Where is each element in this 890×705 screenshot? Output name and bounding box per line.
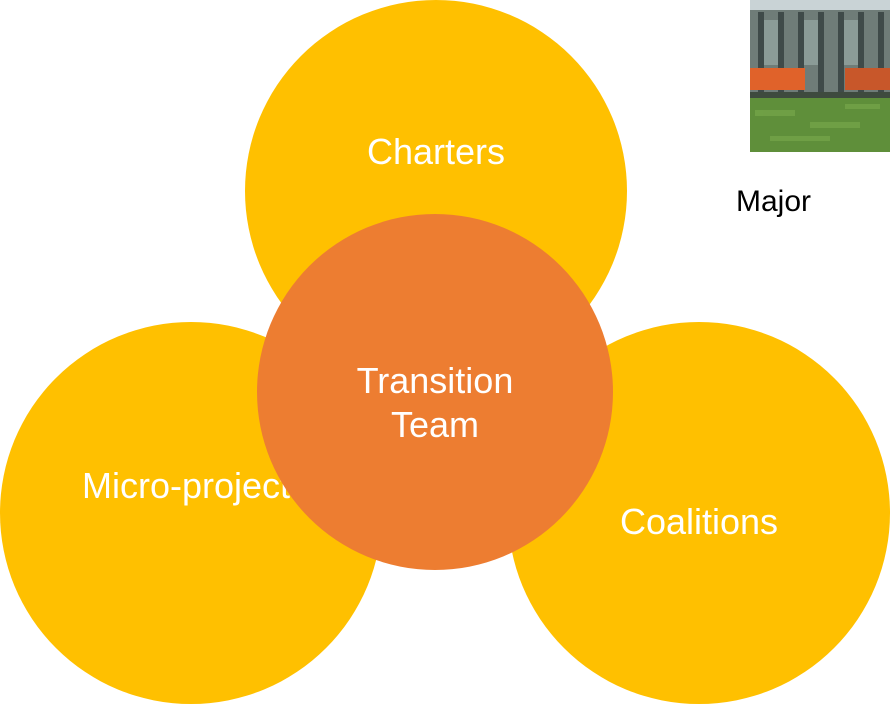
building-photo-image: [750, 0, 890, 152]
transition-team-label: Transition Team: [257, 359, 613, 447]
transition-team-label-line2: Team: [390, 404, 480, 445]
micro-projects-label: Micro-projects: [81, 465, 309, 506]
photo-caption: Major: [736, 185, 812, 218]
building-photo: [750, 0, 890, 152]
charters-label: Charters: [366, 131, 506, 172]
coalitions-label: Coalitions: [619, 501, 779, 542]
transition-team-label-line1: Transition: [356, 360, 514, 401]
transition-team-circle: Transition Team: [257, 214, 613, 570]
